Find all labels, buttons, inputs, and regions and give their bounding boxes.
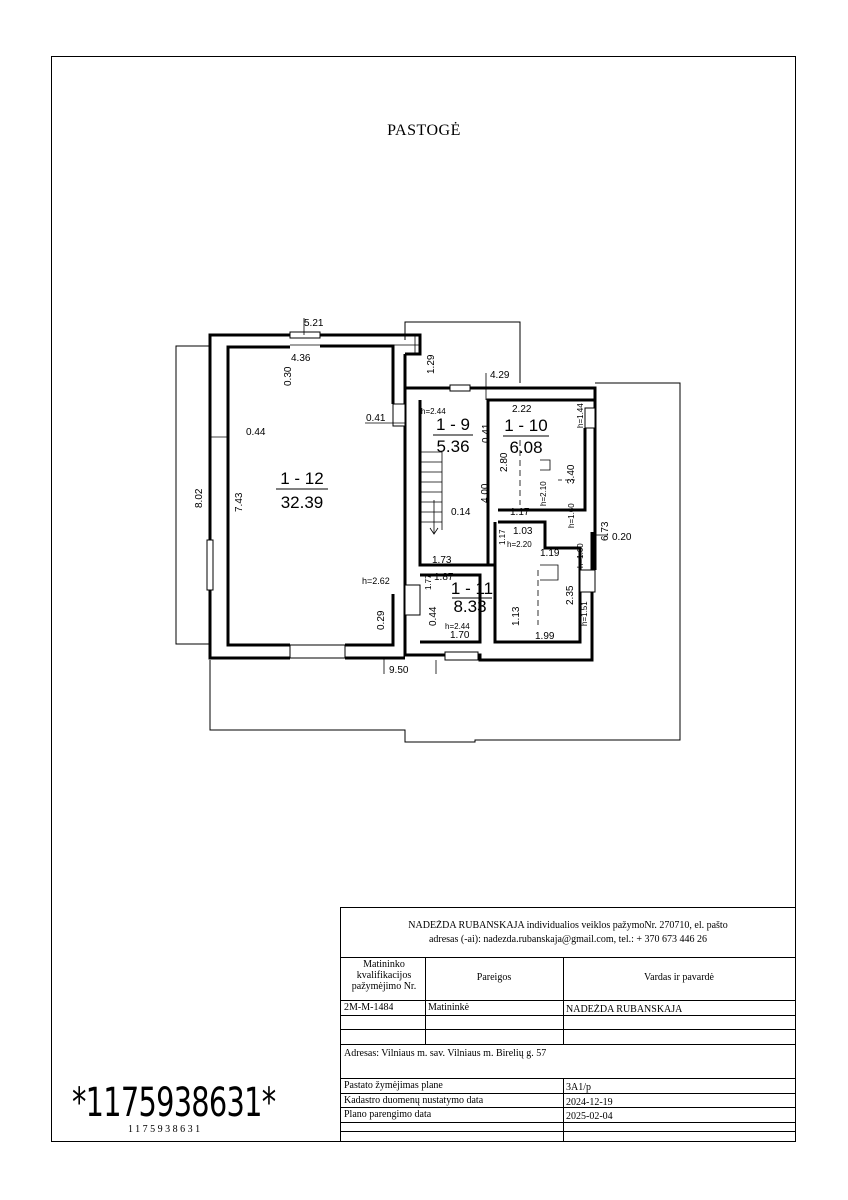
room-area-1-12: 32.39 <box>281 493 324 512</box>
dim-text: h=2.10 <box>539 481 548 506</box>
barcode-number: 1175938631 <box>128 1124 203 1135</box>
dim-text: 0.14 <box>451 507 471 518</box>
dim-text: 1.77 <box>424 574 433 590</box>
room-area-1-10: 6.08 <box>509 438 542 457</box>
label-plan-date: Plano parengimo data <box>344 1109 432 1120</box>
room-id-1-10: 1 - 10 <box>504 416 547 435</box>
dim-text: 1.13 <box>511 606 522 626</box>
dim-text: 2.22 <box>512 404 532 415</box>
dim-text: 0.20 <box>612 532 632 543</box>
barcode-text: *1175938631* <box>72 1080 276 1126</box>
title-block: NADEŽDA RUBANSKAJA individualios veiklos… <box>340 907 796 1142</box>
dim-text: 8.02 <box>194 488 205 508</box>
dim-text: 9.50 <box>389 665 409 676</box>
dim-text: 1.17 <box>510 507 530 518</box>
room-id-1-9: 1 - 9 <box>436 415 470 434</box>
dim-text: h=2.44 <box>445 622 470 631</box>
label-cadastre-date: Kadastro duomenų nustatymo data <box>344 1095 484 1106</box>
dim-text: 1.19 <box>540 548 560 559</box>
dim-text: h=1.51 <box>580 601 589 626</box>
dim-text: 5.21 <box>304 318 324 329</box>
col-head-cert: Matininko kvalifikacijos pažymėjimo Nr. <box>351 959 417 992</box>
right-outline <box>595 382 681 660</box>
top-outline <box>404 321 521 383</box>
cert-number: 2M-M-1484 <box>344 1002 394 1013</box>
dim-text: 2.80 <box>499 452 510 472</box>
lower-outline <box>209 660 681 743</box>
dim-text: 1.03 <box>513 526 533 537</box>
dim-text: 6.73 <box>600 521 611 541</box>
dim-text: 0.41 <box>481 423 492 443</box>
room-area-1-11: 8.33 <box>453 597 486 616</box>
dim-text: h=1.44 <box>576 403 585 428</box>
room-id-1-11: 1 - 11 <box>451 579 493 598</box>
label-marking: Pastato žymėjimas plane <box>344 1080 443 1091</box>
dim-text: h=2.62 <box>362 576 390 586</box>
dim-text: 7.43 <box>234 492 245 512</box>
value-plan-date: 2025-02-04 <box>566 1111 613 1122</box>
dim-text: 0.44 <box>428 606 439 626</box>
dim-text: 1.17 <box>498 529 507 545</box>
dim-text: 0.41 <box>366 413 386 424</box>
room-id-1-12: 1 - 12 <box>280 469 323 488</box>
dim-text: 0.44 <box>246 427 266 438</box>
col-head-name: Vardas ir pavardė <box>644 972 714 983</box>
dim-text: 4.36 <box>291 353 311 364</box>
value-cadastre-date: 2024-12-19 <box>566 1097 613 1108</box>
dim-text: 1.99 <box>535 631 555 642</box>
dim-text: h=2.20 <box>507 540 532 549</box>
dim-text: 1.73 <box>432 555 452 566</box>
dim-text: 4.29 <box>490 370 510 381</box>
dim-text: 1.87 <box>434 572 454 583</box>
value-marking: 3A1/p <box>566 1082 591 1093</box>
position: Matininkė <box>428 1002 470 1013</box>
surveyor-name: NADEŽDA RUBANSKAJA <box>566 1004 683 1015</box>
dim-text: h=2.44 <box>421 407 446 416</box>
stamp-header-line2: adresas (-ai): nadezda.rubanskaja@gmail.… <box>428 934 708 945</box>
address: Adresas: Vilniaus m. sav. Vilniaus m. Bi… <box>344 1048 547 1059</box>
dim-text: 4.00 <box>480 483 491 503</box>
plan-title: PASTOGĖ <box>387 122 461 139</box>
dim-text: 1.29 <box>426 354 437 374</box>
col-head-position: Pareigos <box>476 972 512 983</box>
dim-text: 3.40 <box>566 464 577 484</box>
room-area-1-9: 5.36 <box>436 437 469 456</box>
dim-text: 0.30 <box>283 366 294 386</box>
dim-text: 0.29 <box>376 610 387 630</box>
dim-text: 2.35 <box>565 585 576 605</box>
stamp-header-line1: NADEŽDA RUBANSKAJA individualios veiklos… <box>408 920 728 931</box>
dim-text: h=1.60 <box>576 543 585 568</box>
dim-text: 1.70 <box>450 630 470 641</box>
dim-text: h=1.60 <box>567 503 576 528</box>
